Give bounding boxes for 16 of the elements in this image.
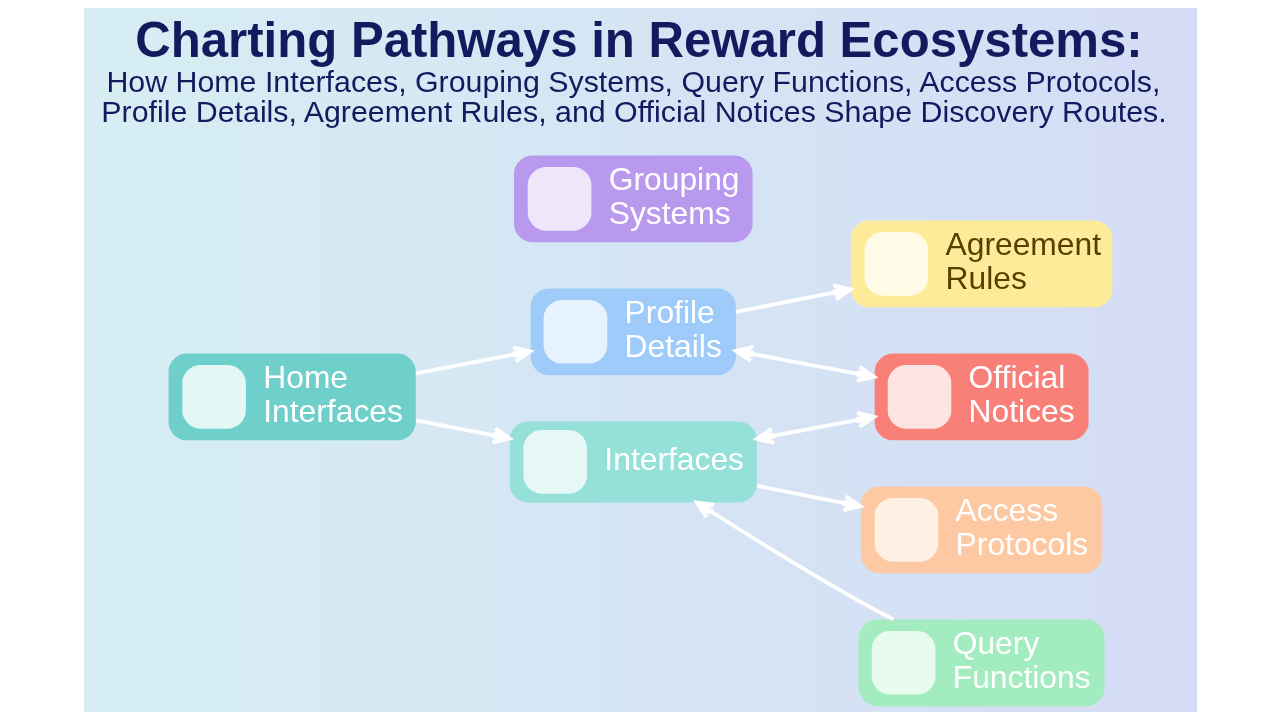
node-box: Access Protocols [860, 486, 1102, 574]
node-box: Profile Details [530, 288, 736, 376]
node-box: Interfaces [509, 421, 757, 503]
node-box: Agreement Rules [850, 220, 1112, 308]
arrow [754, 410, 876, 445]
node-box: Home Interfaces [168, 353, 416, 441]
arrow [415, 418, 512, 445]
diagram-title: Charting Pathways in Reward Ecosystems: [134, 13, 1143, 68]
arrow [694, 500, 894, 622]
node-box: Official Notices [874, 353, 1089, 441]
arrow [735, 283, 852, 314]
arrow [415, 345, 532, 376]
arrow [756, 484, 862, 513]
node-box: Query Functions [858, 619, 1104, 707]
arrow [733, 344, 876, 383]
node-box: Grouping Systems [513, 155, 752, 243]
